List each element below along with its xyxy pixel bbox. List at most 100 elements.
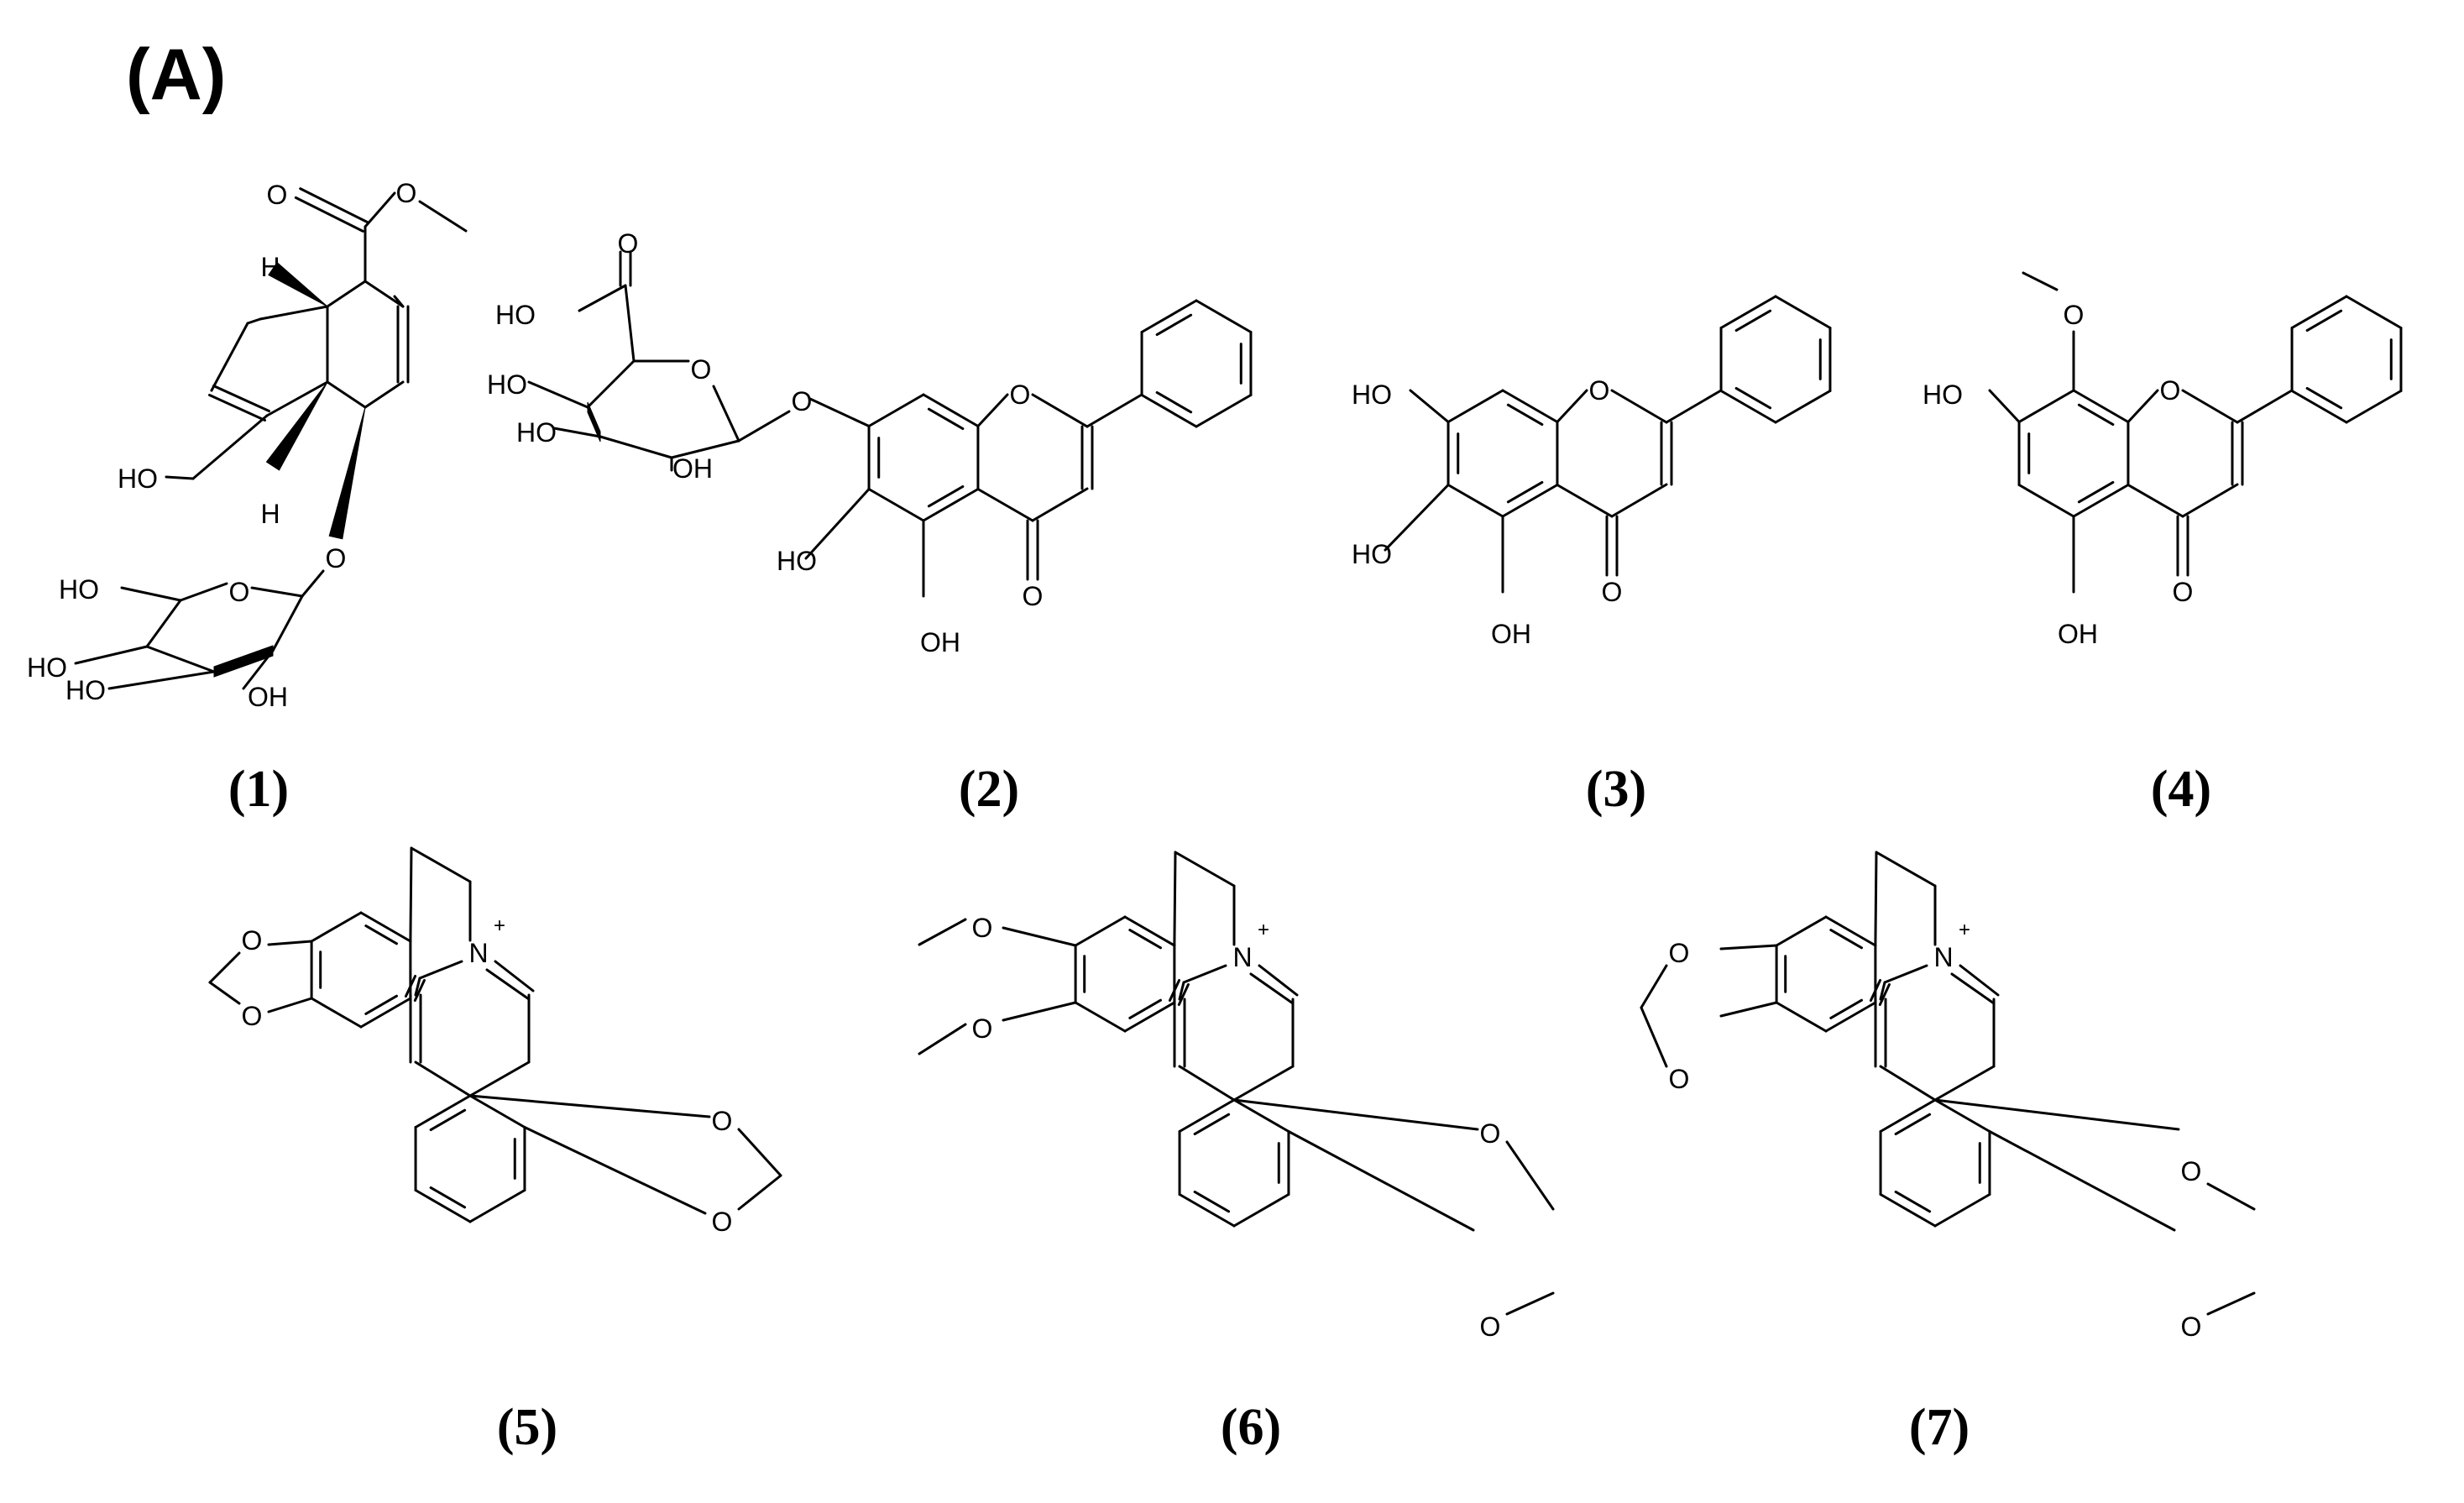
bond (1249, 972, 1295, 1005)
bond (165, 475, 195, 480)
bond (1775, 915, 1828, 947)
bond (1287, 1130, 1475, 1232)
atom-label-ho: HO (487, 369, 527, 400)
bond (414, 977, 421, 997)
atom-label-o: O (1589, 375, 1610, 406)
bond (1505, 1291, 1555, 1316)
bond (145, 645, 216, 673)
bond (1178, 1098, 1236, 1133)
atom-label-ho: HO (118, 463, 158, 494)
atom-label-ho: HO (1352, 380, 1392, 410)
bond (1409, 389, 1450, 423)
bond (145, 599, 182, 648)
bond (1506, 480, 1544, 504)
bond (1894, 1113, 1932, 1136)
bond (1232, 1098, 1290, 1133)
bond (1446, 389, 1504, 423)
compound-label-5: (5) (497, 1399, 557, 1456)
bond (2181, 389, 2239, 424)
bond (265, 380, 329, 417)
bond (1824, 915, 1877, 947)
bond (468, 1189, 526, 1223)
bond (364, 380, 405, 409)
atom-label-o: O (2181, 1312, 2202, 1342)
bond (1610, 483, 1668, 518)
atom-label-o: O (2160, 375, 2181, 406)
bond (418, 960, 463, 980)
bond (359, 911, 412, 943)
bond (1933, 1193, 1991, 1228)
bond (1232, 1193, 1290, 1228)
atom-label-o: O (1669, 1064, 1690, 1094)
bond (1734, 386, 1772, 410)
bond (1177, 983, 1190, 1007)
bond (1610, 389, 1668, 424)
bond (1959, 964, 2000, 997)
atom-label-h: H (260, 499, 280, 529)
bond (1140, 299, 1198, 333)
bond (404, 974, 417, 998)
atom-label-o: O (1602, 577, 1623, 607)
bond (1074, 915, 1127, 947)
bond (2077, 480, 2115, 504)
atom-label-ho: HO (27, 652, 67, 683)
bond (364, 994, 398, 1015)
bond (1506, 403, 1544, 427)
bond (494, 960, 535, 992)
bond (364, 924, 398, 945)
bond (927, 407, 965, 431)
bond (299, 187, 369, 224)
bond (179, 582, 228, 602)
atom-label-o: O (2173, 577, 2194, 607)
bond (1178, 981, 1185, 1001)
atom-label-o: O (1010, 380, 1031, 410)
bond (310, 911, 363, 943)
bond (429, 1108, 467, 1132)
bond (976, 393, 1009, 427)
bond (1988, 1130, 2176, 1232)
bond (1155, 313, 1193, 337)
bond (429, 1186, 467, 1209)
bond (1894, 1190, 1932, 1213)
bond (523, 1126, 707, 1215)
bond (1182, 964, 1227, 984)
bond (1775, 1001, 1828, 1033)
bond (1640, 1006, 1668, 1068)
atom-label-o: O (1023, 581, 1044, 611)
bond (107, 670, 216, 690)
atom-label-o: O (1480, 1312, 1501, 1342)
wedge-bond (213, 645, 274, 678)
charge-label: + (1258, 919, 1269, 941)
bond (2206, 1291, 2256, 1316)
atom-label-h: H (260, 252, 280, 282)
bond (74, 645, 149, 665)
bond (1174, 851, 1236, 888)
atom-label-o: O (1669, 938, 1690, 968)
bond (1501, 389, 1559, 423)
bond (808, 397, 871, 427)
wedge-bond (587, 401, 601, 443)
bond (1874, 851, 1878, 947)
bond (1734, 309, 1772, 333)
bond (2127, 389, 2159, 423)
bond (1128, 998, 1162, 1019)
bond (2345, 390, 2403, 424)
bond (1719, 1001, 1778, 1018)
bond (414, 1060, 472, 1097)
compound-label-4: (4) (2151, 761, 2211, 818)
wedge-bond (268, 261, 328, 307)
bond (1123, 915, 1176, 947)
bond (2022, 271, 2059, 291)
bond (208, 393, 267, 422)
compound-label-3: (3) (1586, 761, 1646, 818)
bond (737, 1174, 782, 1211)
bond (1879, 1193, 1937, 1228)
bond (927, 484, 965, 508)
atom-label-ho: HO (777, 546, 817, 576)
bond (1719, 295, 1777, 329)
bond (301, 569, 325, 598)
atom-label-o: O (972, 913, 993, 943)
bond (586, 359, 636, 409)
